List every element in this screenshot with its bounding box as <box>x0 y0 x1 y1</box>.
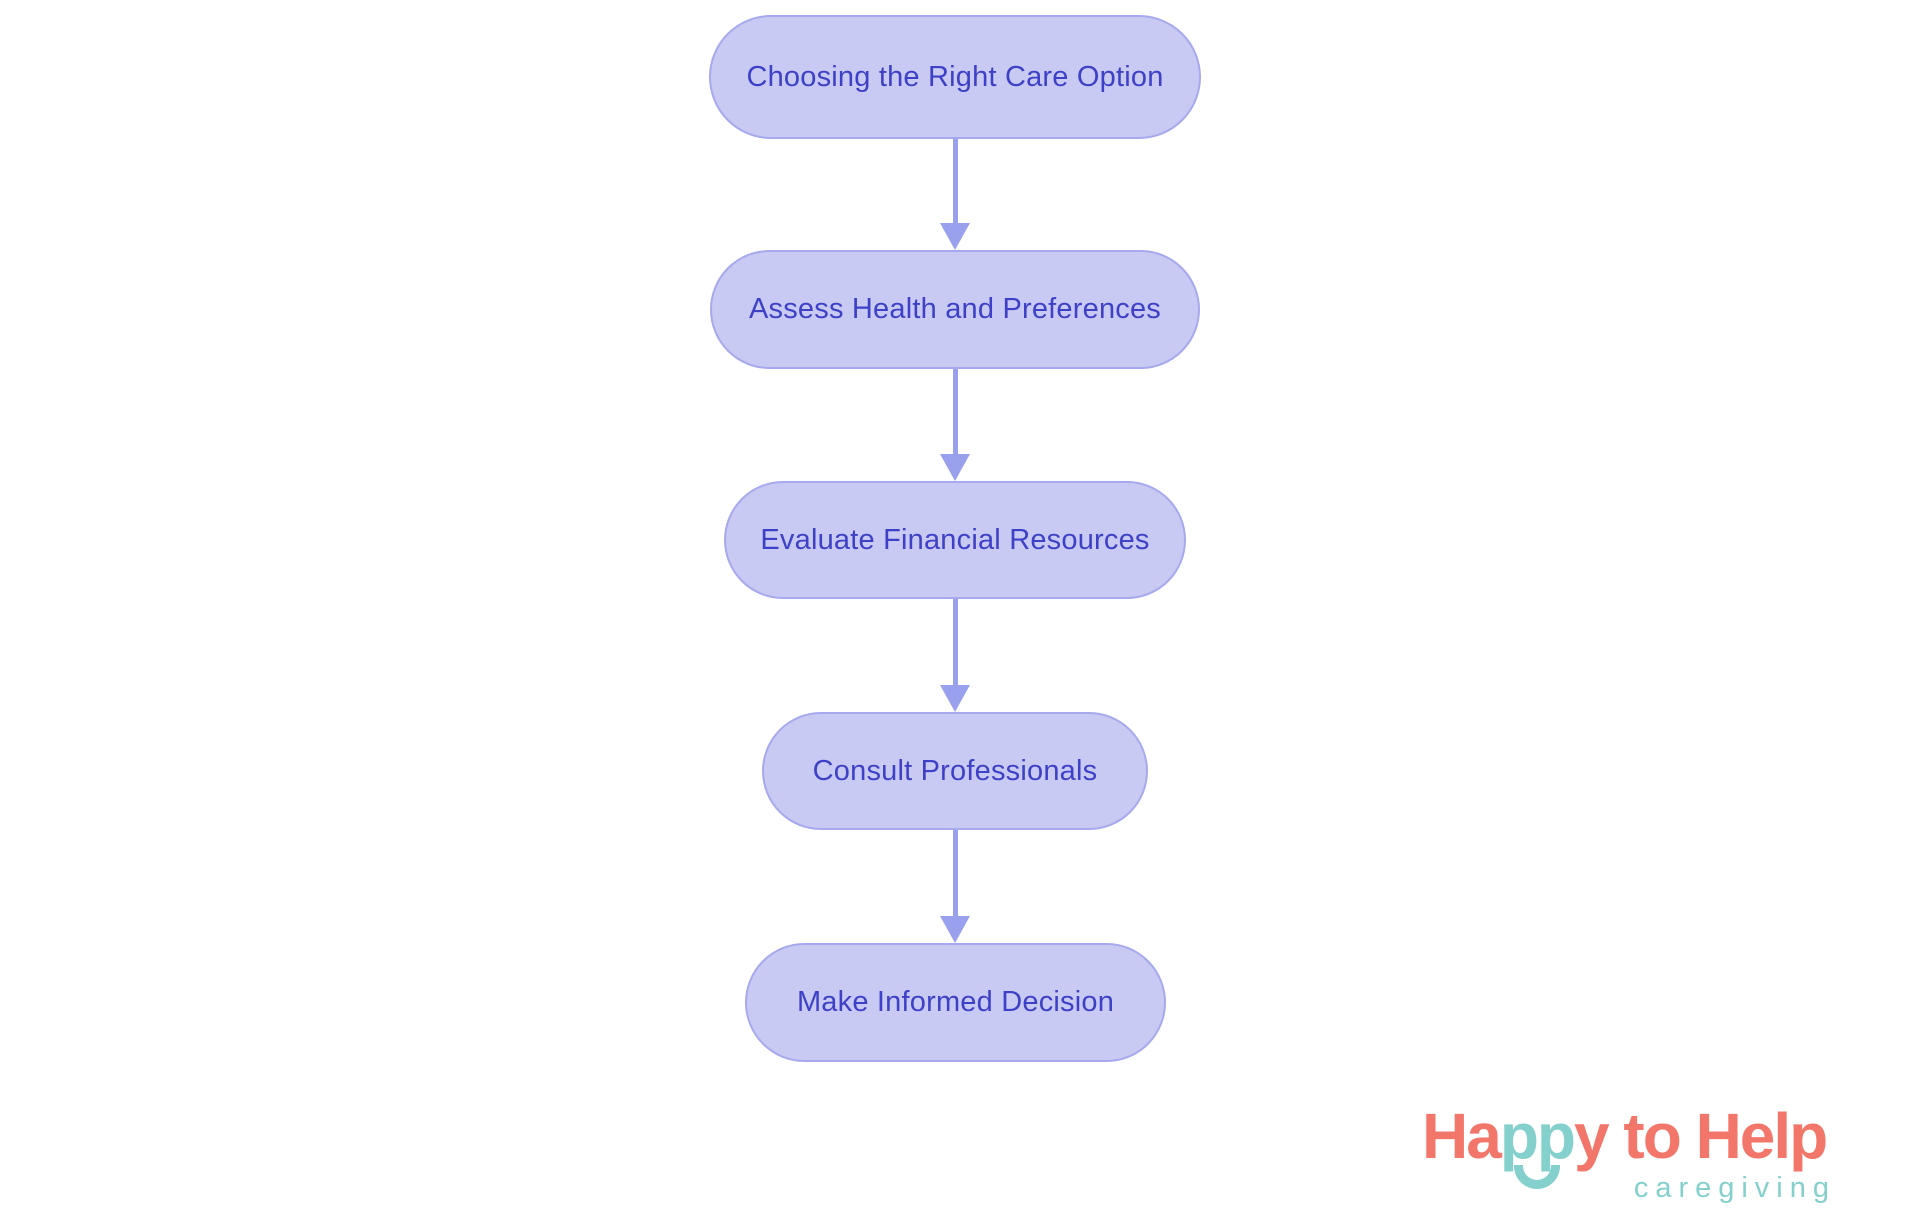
flow-node-choosing-right-care-option: Choosing the Right Care Option <box>709 15 1201 139</box>
logo-text-ha: Ha <box>1422 1100 1502 1172</box>
flow-node-assess-health-preferences: Assess Health and Preferences <box>710 250 1200 369</box>
arrow-shaft <box>952 369 958 454</box>
arrow-shaft <box>952 139 958 223</box>
down-arrow-2 <box>940 369 970 481</box>
down-arrow-1 <box>940 139 970 250</box>
logo-tagline: caregiving <box>1633 1172 1836 1205</box>
logo-text-y-to-help: y to Help <box>1574 1100 1828 1172</box>
arrow-head-icon <box>940 223 970 250</box>
flow-node-label: Make Informed Decision <box>796 986 1115 1018</box>
arrow-shaft <box>952 599 958 685</box>
arrow-head-icon <box>940 454 970 481</box>
flow-node-label: Assess Health and Preferences <box>748 293 1161 325</box>
flow-node-consult-professionals: Consult Professionals <box>762 712 1148 830</box>
arrow-head-icon <box>940 685 970 712</box>
logo-text-pp: pp <box>1500 1102 1576 1189</box>
flow-node-label: Consult Professionals <box>812 754 1098 787</box>
arrow-shaft <box>952 830 958 916</box>
down-arrow-4 <box>940 830 970 943</box>
down-arrow-3 <box>940 599 970 712</box>
flow-node-evaluate-financial-resources: Evaluate Financial Resources <box>724 481 1186 599</box>
flow-node-label: Evaluate Financial Resources <box>760 523 1150 556</box>
smile-icon <box>1513 1165 1560 1189</box>
arrow-head-icon <box>940 916 970 943</box>
flow-node-label: Choosing the Right Care Option <box>746 60 1164 93</box>
flow-node-make-informed-decision: Make Informed Decision <box>745 943 1166 1062</box>
